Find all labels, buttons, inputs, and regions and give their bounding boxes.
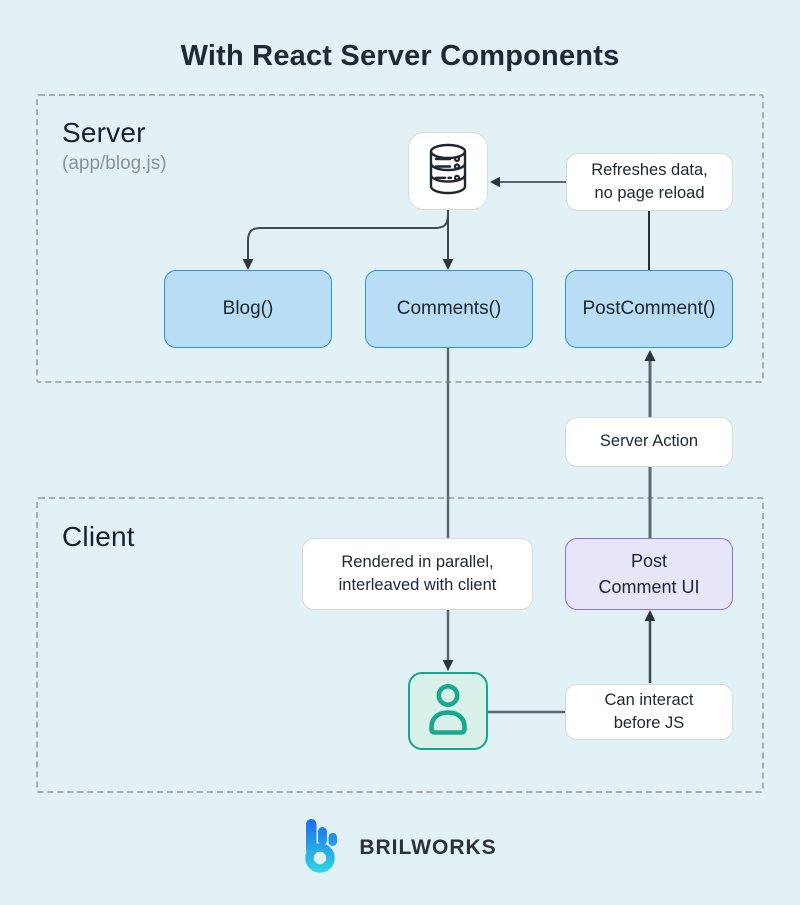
postcomment-node-label: PostComment() — [582, 298, 716, 319]
comments-node-label: Comments() — [396, 298, 502, 319]
refreshes-data-note: Refreshes data, no page reload — [566, 153, 733, 211]
postcomment-node: PostComment() — [565, 270, 733, 348]
database-icon — [425, 143, 471, 200]
client-section-label: Client — [62, 521, 135, 552]
page-title: With React Server Components — [180, 40, 620, 72]
can-interact-line1: Can interact — [604, 690, 694, 709]
server-section-sublabel: (app/blog.js) — [62, 153, 167, 174]
post-comment-ui-line2: Comment UI — [598, 577, 700, 597]
server-section — [36, 94, 764, 383]
server-action-note: Server Action — [565, 417, 733, 467]
rendered-parallel-line2: interleaved with client — [338, 576, 497, 594]
blog-node: Blog() — [164, 270, 332, 348]
person-icon — [425, 682, 471, 741]
can-interact-line2: before JS — [613, 714, 685, 732]
post-comment-ui-line1: Post — [630, 550, 668, 571]
rendered-parallel-line1: Rendered in parallel, — [341, 552, 494, 571]
refreshes-data-line2: no page reload — [594, 184, 705, 202]
server-section-label: Server — [62, 117, 146, 148]
post-comment-ui-node: Post Comment UI — [565, 538, 733, 610]
database-node — [408, 132, 488, 210]
brilworks-logo: BRILWORKS — [0, 816, 800, 880]
brand-name: BRILWORKS — [359, 836, 497, 859]
comments-node: Comments() — [365, 270, 533, 348]
rendered-parallel-note: Rendered in parallel, interleaved with c… — [302, 538, 533, 610]
server-action-label: Server Action — [599, 432, 699, 451]
user-node — [408, 672, 488, 750]
can-interact-note: Can interact before JS — [565, 684, 733, 740]
refreshes-data-line1: Refreshes data, — [591, 160, 708, 179]
blog-node-label: Blog() — [222, 298, 274, 319]
client-section — [36, 497, 764, 793]
brilworks-logo-icon — [303, 818, 345, 878]
